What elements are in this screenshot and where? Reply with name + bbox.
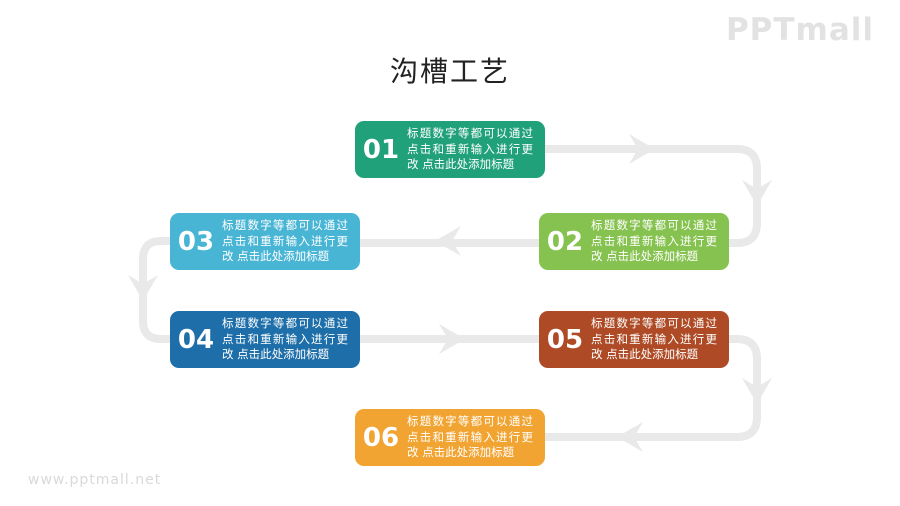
step-number: 05 — [546, 324, 584, 355]
step-text: 标题数字等都可以通过点击和重新输入进行更改 点击此处添加标题 — [591, 316, 717, 362]
chevron-right-icon — [629, 134, 655, 164]
pptmall-logo: PPTmall — [725, 12, 874, 48]
step-number: 01 — [362, 134, 400, 165]
chevron-down-icon — [742, 180, 772, 206]
chevron-down-icon — [128, 275, 158, 301]
step-card-04: 04 标题数字等都可以通过点击和重新输入进行更改 点击此处添加标题 — [170, 311, 360, 368]
step-number: 03 — [177, 226, 215, 257]
step-text: 标题数字等都可以通过点击和重新输入进行更改 点击此处添加标题 — [407, 126, 533, 172]
step-card-05: 05 标题数字等都可以通过点击和重新输入进行更改 点击此处添加标题 — [539, 311, 729, 368]
step-card-06: 06 标题数字等都可以通过点击和重新输入进行更改 点击此处添加标题 — [355, 409, 545, 466]
step-number: 02 — [546, 226, 584, 257]
step-text: 标题数字等都可以通过点击和重新输入进行更改 点击此处添加标题 — [222, 218, 348, 264]
page-title: 沟槽工艺 — [389, 55, 510, 88]
chevron-down-icon — [742, 378, 772, 404]
watermark-url: www.pptmall.net — [28, 472, 162, 488]
chevron-left-icon — [435, 226, 461, 256]
step-number: 06 — [362, 422, 400, 453]
chevron-right-icon — [439, 324, 465, 354]
step-text: 标题数字等都可以通过点击和重新输入进行更改 点击此处添加标题 — [591, 218, 717, 264]
step-text: 标题数字等都可以通过点击和重新输入进行更改 点击此处添加标题 — [407, 414, 533, 460]
step-text: 标题数字等都可以通过点击和重新输入进行更改 点击此处添加标题 — [222, 316, 348, 362]
step-card-01: 01 标题数字等都可以通过点击和重新输入进行更改 点击此处添加标题 — [355, 121, 545, 178]
chevron-left-icon — [617, 422, 643, 452]
step-number: 04 — [177, 324, 215, 355]
step-card-03: 03 标题数字等都可以通过点击和重新输入进行更改 点击此处添加标题 — [170, 213, 360, 270]
step-card-02: 02 标题数字等都可以通过点击和重新输入进行更改 点击此处添加标题 — [539, 213, 729, 270]
